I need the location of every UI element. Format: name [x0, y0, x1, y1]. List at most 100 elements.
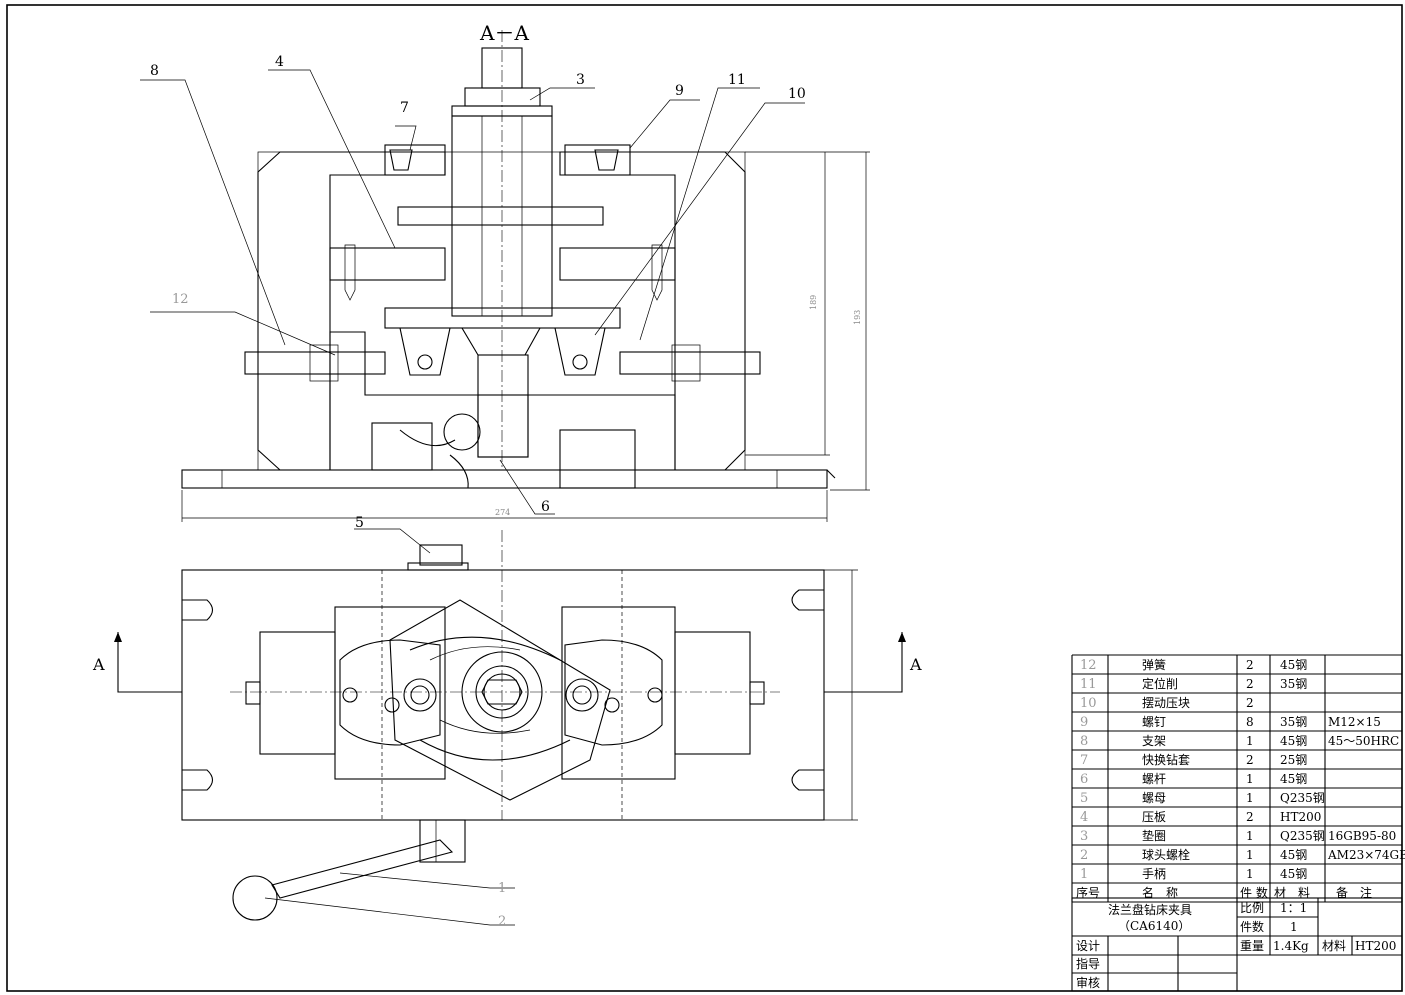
bom-row-note: 16GB95-80 [1328, 829, 1396, 843]
top-bushing-right [565, 678, 599, 712]
bom-row-material: Q235钢 [1280, 791, 1325, 805]
bom-row-no: 9 [1080, 715, 1088, 730]
bom-row-no: 6 [1080, 772, 1088, 787]
callout-12: 12 [172, 292, 189, 307]
top-bushing-left [403, 678, 437, 712]
section-mark-right: A [909, 655, 922, 674]
bom-row-name: 垫圈 [1142, 828, 1166, 843]
tb-count-value: 1 [1290, 920, 1298, 934]
bom-row-material: 45钢 [1280, 658, 1307, 672]
bom-row-no: 2 [1080, 848, 1088, 863]
bom-row-name: 摆动压块 [1142, 696, 1190, 710]
bracket-right [559, 151, 746, 471]
bom-header-material: 材 料 [1274, 886, 1310, 900]
tb-weight-label: 重量 [1240, 939, 1264, 953]
bom-row-material: HT200 [1280, 810, 1321, 824]
bom-row-name: 弹簧 [1142, 657, 1166, 672]
tb-scale-label: 比例 [1240, 901, 1264, 915]
bom-row-name: 定位削 [1142, 676, 1178, 691]
bom-row-qty: 8 [1246, 715, 1254, 729]
bom-row-no: 3 [1080, 829, 1088, 844]
bom-row-name: 螺母 [1142, 791, 1166, 805]
tb-guide-label: 指导 [1076, 956, 1100, 971]
top-bracket-right [674, 631, 751, 755]
callout-8: 8 [150, 63, 159, 79]
bom-row-name: 球头螺栓 [1142, 847, 1190, 862]
tb-material-label: 材料 [1322, 939, 1346, 953]
bom-row-no: 12 [1080, 658, 1097, 673]
bom-row-no: 11 [1080, 677, 1097, 692]
bom-row-material: 35钢 [1280, 677, 1307, 691]
bom-header-note: 备 注 [1336, 885, 1372, 900]
bom-row-name: 手柄 [1142, 867, 1166, 881]
bom-row-qty: 1 [1246, 829, 1254, 843]
bom-row-note: AM23×74GB216 [1327, 848, 1405, 862]
base-plate [181, 469, 828, 489]
top-bracket-left [259, 631, 336, 755]
bom-row-name: 快换钻套 [1142, 752, 1190, 767]
callout-3: 3 [576, 72, 585, 88]
bom-row-material: 45钢 [1280, 848, 1307, 862]
bom-row-qty: 1 [1246, 734, 1254, 748]
bom-row-note: M12×15 [1328, 715, 1381, 729]
bom-row-material: 45钢 [1280, 772, 1307, 786]
bom-row-no: 10 [1080, 696, 1097, 711]
tb-review-label: 审核 [1076, 975, 1100, 990]
tb-design-label: 设计 [1076, 939, 1100, 953]
bom-row-qty: 2 [1246, 753, 1254, 767]
bom-row-qty: 1 [1246, 848, 1254, 862]
bom-row-qty: 2 [1246, 810, 1254, 824]
tb-material-value: HT200 [1355, 939, 1396, 953]
tb-count-label: 件数 [1240, 919, 1264, 934]
dim-width: 274 [495, 508, 510, 517]
dim-height-total: 193 [853, 310, 862, 325]
bom-header-name: 名 称 [1142, 885, 1178, 900]
bom-row-no: 7 [1080, 753, 1088, 768]
bom-row-material: 35钢 [1280, 715, 1307, 729]
callout-2: 2 [498, 914, 506, 929]
callout-11: 11 [728, 72, 746, 88]
bom-row-note: 45～50HRC [1328, 734, 1399, 748]
callout-4: 4 [275, 54, 284, 70]
bom-row-name: 螺杆 [1142, 772, 1166, 786]
top-view: 5 A A 1 2 [92, 515, 922, 929]
callout-6: 6 [541, 499, 550, 515]
bom-row-qty: 1 [1246, 867, 1254, 881]
callout-10: 10 [788, 86, 806, 102]
handle: 1 2 [232, 819, 515, 929]
callout-1: 1 [498, 881, 506, 896]
bom-row-qty: 1 [1246, 772, 1254, 786]
section-view: A－A [140, 21, 870, 522]
base-body [329, 331, 676, 471]
swing-block-right [554, 327, 606, 376]
tb-scale-value: 1：1 [1280, 901, 1307, 915]
drawing-frame [6, 4, 1403, 992]
bom-row-material: 45钢 [1280, 867, 1307, 881]
bom-row-material: 25钢 [1280, 753, 1307, 767]
callout-7: 7 [400, 100, 409, 116]
bom-row-material: 45钢 [1280, 734, 1307, 748]
bom-row-name: 螺钉 [1142, 715, 1166, 729]
side-screw-left [244, 344, 386, 382]
top-base-plate [181, 569, 825, 821]
tb-subtitle: （CA6140） [1118, 919, 1190, 933]
bom-row-name: 支架 [1142, 734, 1166, 748]
section-mark-left: A [92, 655, 105, 674]
bom-row-qty: 2 [1246, 658, 1254, 672]
bom-header-no: 序号 [1076, 885, 1100, 900]
top-clamp-plate [389, 599, 611, 801]
bom-row-qty: 2 [1246, 696, 1254, 710]
side-screw-right [619, 344, 761, 382]
bom-row-no: 8 [1080, 734, 1088, 749]
drill-bushing-left [384, 144, 446, 176]
bom-row-no: 1 [1080, 867, 1088, 882]
swing-block-left [399, 327, 451, 376]
dim-height-inner: 189 [809, 295, 818, 310]
bom-row-name: 压板 [1142, 810, 1166, 824]
section-title: A－A [479, 21, 529, 45]
callout-5: 5 [355, 515, 364, 531]
bom-row-material: Q235钢 [1280, 829, 1325, 843]
bracket-left [257, 151, 446, 471]
